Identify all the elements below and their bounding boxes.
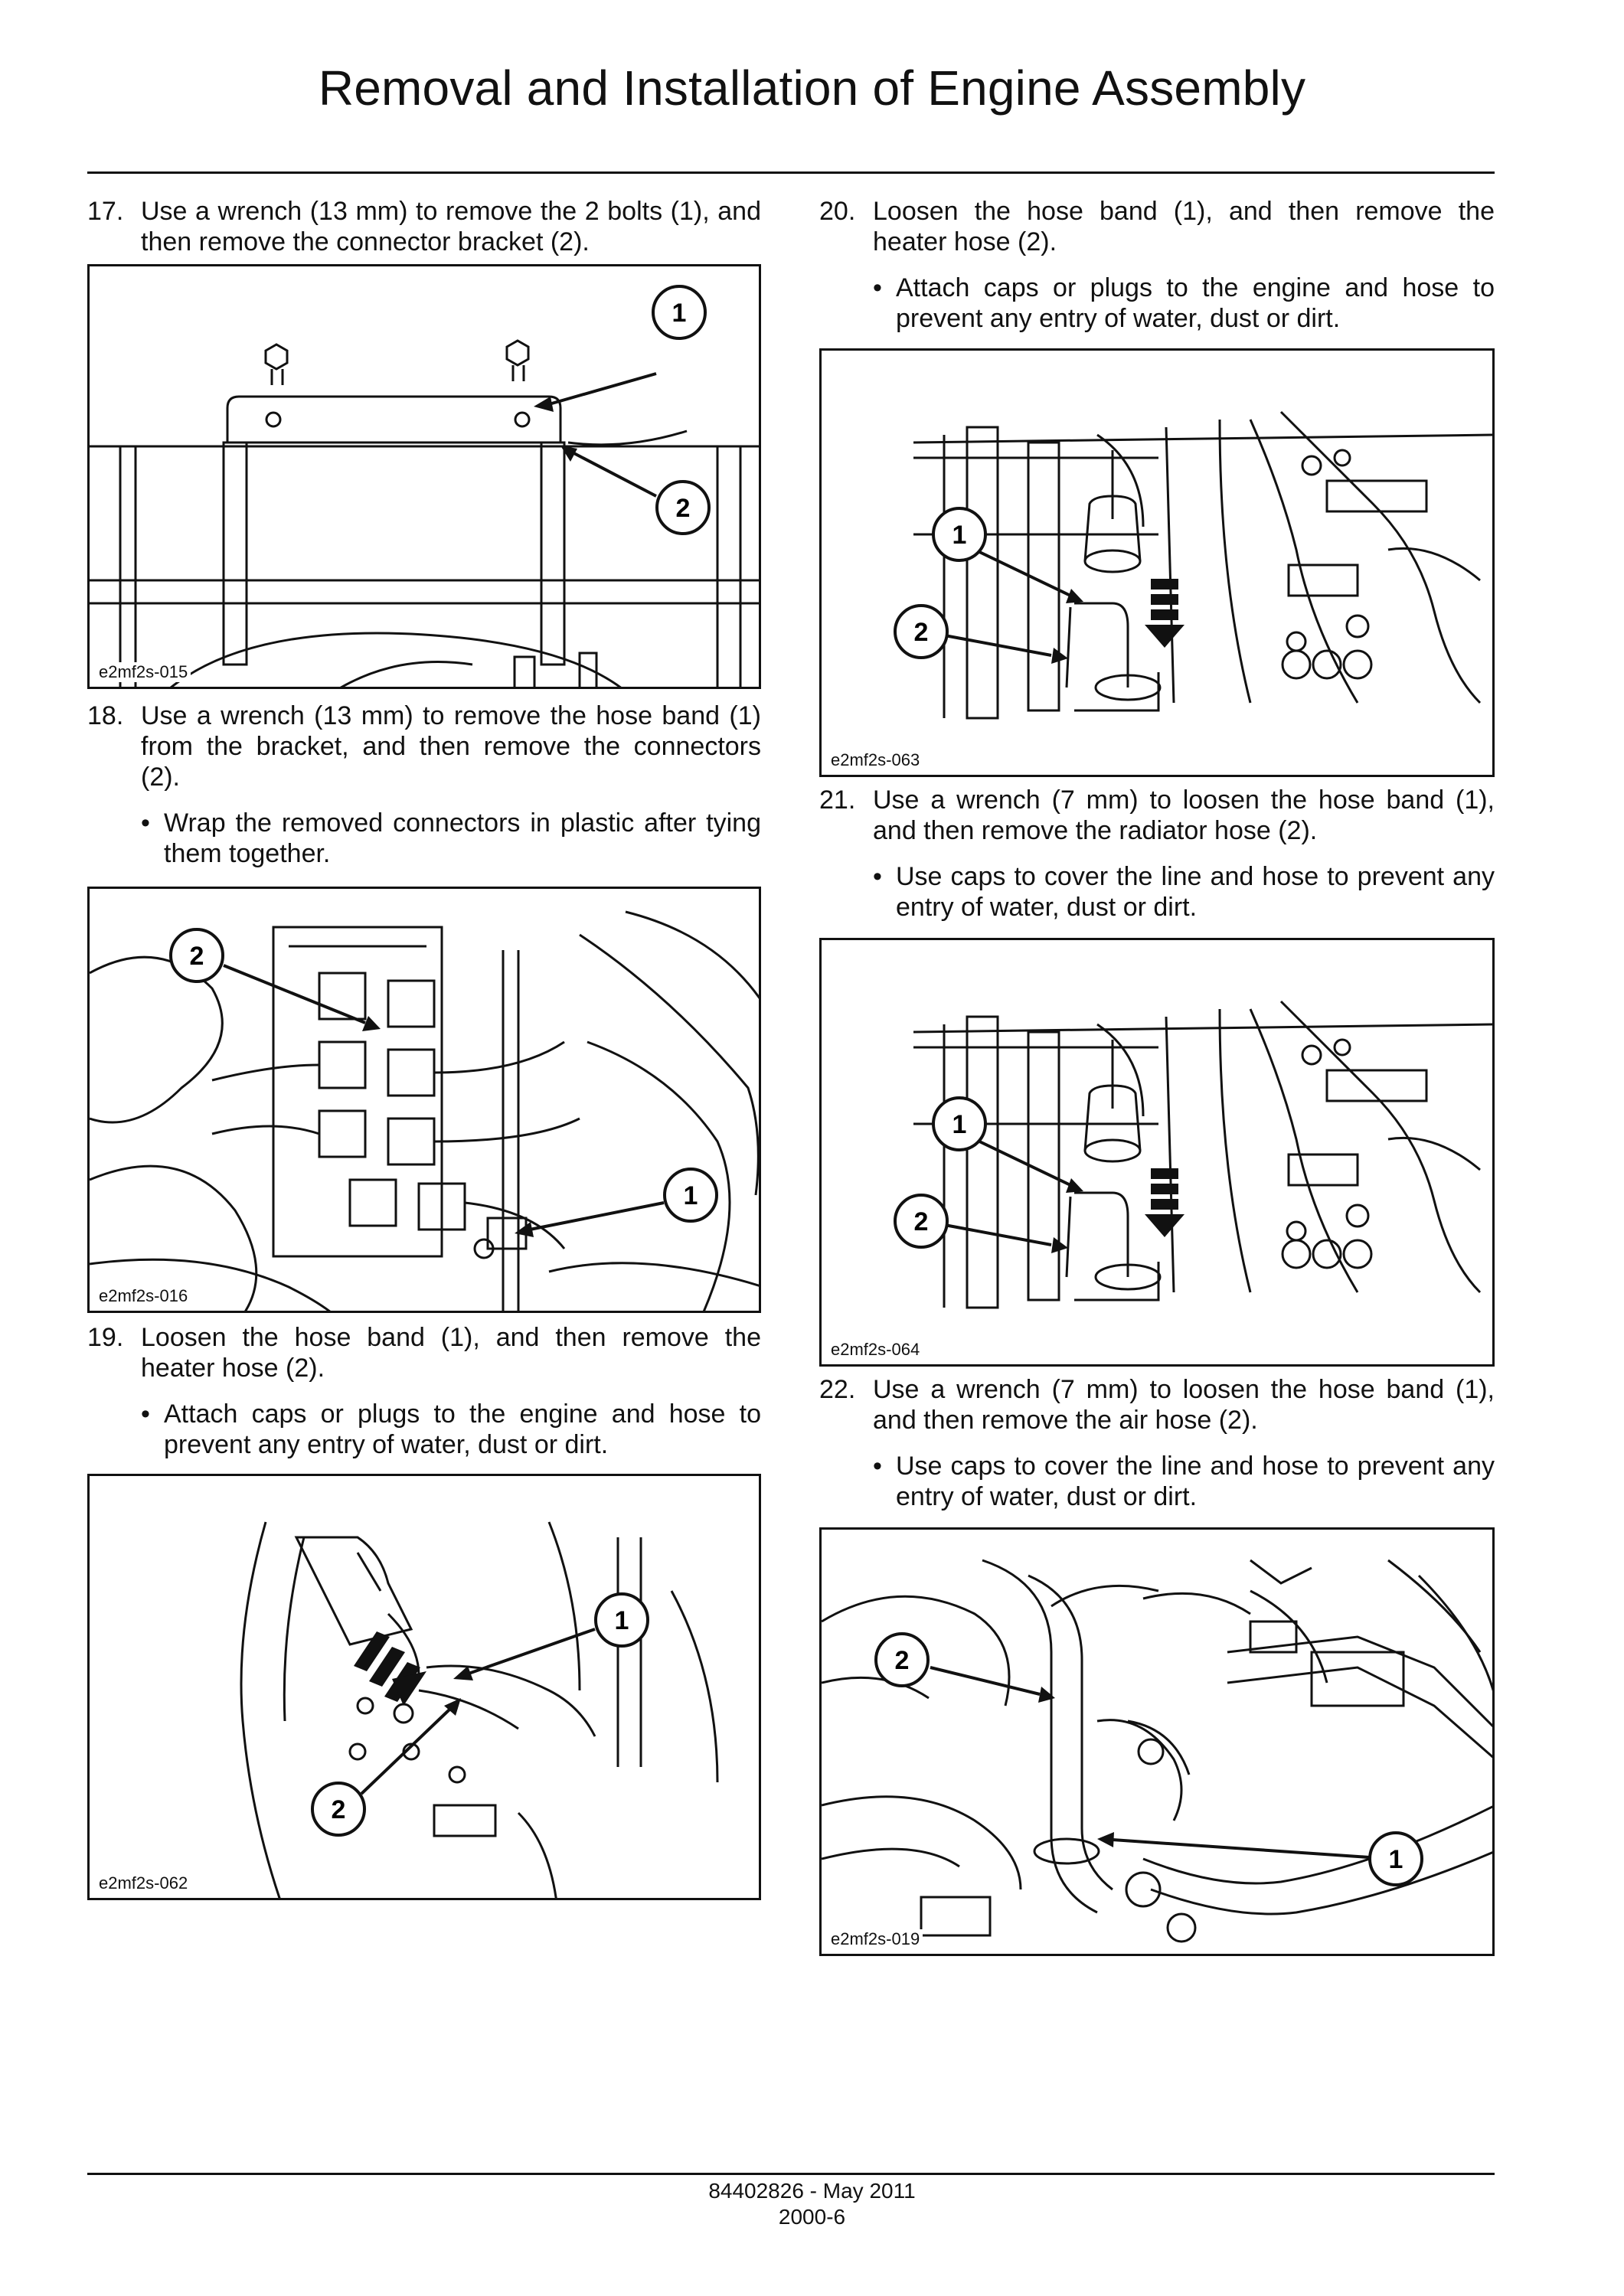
svg-text:1: 1 xyxy=(953,1110,967,1139)
callout-circle-icon xyxy=(663,1168,718,1223)
figure-e2mf2s-062: 1 2 e2mf2s-062 xyxy=(87,1474,761,1900)
heater-hose-illustration: 1 2 xyxy=(240,1521,719,1898)
step-number: 21. xyxy=(819,785,856,815)
callout-1: 1 xyxy=(932,507,1083,603)
callout-2: 2 xyxy=(894,604,1068,664)
callout-2: 2 xyxy=(560,446,711,535)
note-text: Use caps to cover the line and hose to p… xyxy=(896,1452,1495,1511)
step-number: 17. xyxy=(87,197,124,226)
callout-circle-icon xyxy=(169,928,224,983)
bullet-icon: • xyxy=(873,862,882,891)
figure-e2mf2s-063: 1 2 e2mf2s-063 xyxy=(819,348,1495,777)
connector-bracket-illustration: 1 2 xyxy=(90,285,759,687)
radiator-hose-illustration: 1 2 xyxy=(894,1000,1492,1309)
svg-text:2: 2 xyxy=(895,1646,910,1675)
svg-text:1: 1 xyxy=(953,521,967,550)
callout-1: 1 xyxy=(515,1168,718,1237)
callout-2: 2 xyxy=(874,1632,1055,1703)
step-19-note: • Attach caps or plugs to the engine and… xyxy=(141,1399,761,1460)
step-17: 17. Use a wrench (13 mm) to remove the 2… xyxy=(87,196,761,257)
footer-rule xyxy=(87,2173,1495,2175)
down-arrow-icon xyxy=(1145,1168,1185,1237)
page-title: Removal and Installation of Engine Assem… xyxy=(318,60,1306,116)
step-text: Use a wrench (7 mm) to loosen the hose b… xyxy=(873,785,1495,845)
bullet-icon: • xyxy=(873,1452,882,1481)
footer-page-number: 2000-6 xyxy=(778,2205,846,2229)
callout-1: 1 xyxy=(534,285,707,412)
svg-text:2: 2 xyxy=(190,942,204,971)
down-arrow-icon xyxy=(1145,579,1185,648)
figure-code: e2mf2s-015 xyxy=(96,662,191,682)
figure-e2mf2s-015: 1 2 e2mf2s-015 xyxy=(87,264,761,689)
figure-code: e2mf2s-062 xyxy=(96,1873,191,1893)
svg-text:1: 1 xyxy=(615,1606,629,1635)
note-text: Use caps to cover the line and hose to p… xyxy=(896,862,1495,922)
figure-e2mf2s-016: 2 1 e2mf2s-016 xyxy=(87,887,761,1313)
callout-circle-icon xyxy=(652,285,707,340)
svg-text:2: 2 xyxy=(914,1207,929,1236)
step-18-note: • Wrap the removed connectors in plastic… xyxy=(141,808,761,869)
step-text: Use a wrench (7 mm) to loosen the hose b… xyxy=(873,1375,1495,1435)
note-text: Wrap the removed connectors in plastic a… xyxy=(164,808,761,868)
step-19: 19. Loosen the hose band (1), and then r… xyxy=(87,1322,761,1383)
callout-2: 2 xyxy=(311,1698,461,1837)
figure-code: e2mf2s-063 xyxy=(828,750,923,770)
svg-text:1: 1 xyxy=(672,299,687,328)
callout-circle-icon xyxy=(894,1194,949,1249)
callout-circle-icon xyxy=(655,480,711,535)
callout-1: 1 xyxy=(932,1096,1083,1193)
callout-circle-icon xyxy=(311,1782,366,1837)
step-22-note: • Use caps to cover the line and hose to… xyxy=(873,1451,1495,1512)
header-rule xyxy=(87,171,1495,174)
callout-circle-icon xyxy=(932,1096,987,1151)
callout-circle-icon xyxy=(894,604,949,659)
step-text: Use a wrench (13 mm) to remove the 2 bol… xyxy=(141,197,761,256)
callout-circle-icon xyxy=(1368,1831,1423,1886)
figure-code: e2mf2s-016 xyxy=(96,1286,191,1306)
callout-circle-icon xyxy=(874,1632,930,1687)
step-number: 18. xyxy=(87,701,124,730)
bullet-icon: • xyxy=(873,273,882,302)
step-22: 22. Use a wrench (7 mm) to loosen the ho… xyxy=(819,1374,1495,1435)
heater-hose-engine-illustration: 1 2 xyxy=(894,410,1492,720)
figure-code: e2mf2s-064 xyxy=(828,1340,923,1360)
callout-circle-icon xyxy=(594,1592,649,1648)
callout-1: 1 xyxy=(453,1592,649,1680)
callout-2: 2 xyxy=(894,1194,1068,1253)
step-18: 18. Use a wrench (13 mm) to remove the h… xyxy=(87,701,761,792)
svg-text:2: 2 xyxy=(332,1795,346,1824)
figure-e2mf2s-019: 2 1 e2mf2s-019 xyxy=(819,1527,1495,1956)
step-text: Loosen the hose band (1), and then remov… xyxy=(873,197,1495,256)
figure-code: e2mf2s-019 xyxy=(828,1929,923,1949)
svg-text:1: 1 xyxy=(684,1181,698,1210)
step-21-note: • Use caps to cover the line and hose to… xyxy=(873,861,1495,923)
bullet-icon: • xyxy=(141,808,150,838)
svg-text:2: 2 xyxy=(914,618,929,647)
bullet-icon: • xyxy=(141,1399,150,1429)
step-number: 22. xyxy=(819,1375,856,1404)
step-20-note: • Attach caps or plugs to the engine and… xyxy=(873,273,1495,334)
connectors-illustration: 2 1 xyxy=(90,910,759,1311)
air-hose-illustration: 2 1 xyxy=(822,1559,1492,1943)
footer-doc-number: 84402826 - May 2011 xyxy=(708,2179,916,2203)
step-21: 21. Use a wrench (7 mm) to loosen the ho… xyxy=(819,785,1495,846)
step-number: 20. xyxy=(819,197,856,226)
step-text: Loosen the hose band (1), and then remov… xyxy=(141,1323,761,1383)
note-text: Attach caps or plugs to the engine and h… xyxy=(164,1399,761,1459)
step-number: 19. xyxy=(87,1323,124,1352)
figure-e2mf2s-064: 1 2 e2mf2s-064 xyxy=(819,938,1495,1367)
down-arrow-icon xyxy=(354,1631,426,1706)
svg-text:1: 1 xyxy=(1389,1845,1403,1874)
step-20: 20. Loosen the hose band (1), and then r… xyxy=(819,196,1495,257)
callout-2: 2 xyxy=(169,928,381,1031)
callout-1: 1 xyxy=(1097,1831,1423,1886)
step-text: Use a wrench (13 mm) to remove the hose … xyxy=(141,701,761,792)
note-text: Attach caps or plugs to the engine and h… xyxy=(896,273,1495,333)
svg-text:2: 2 xyxy=(676,494,691,523)
callout-circle-icon xyxy=(932,507,987,562)
